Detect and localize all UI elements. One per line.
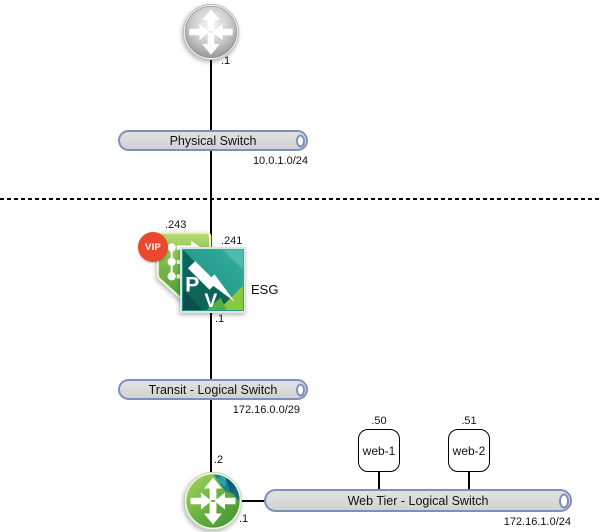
web-tier-switch-label: Web Tier - Logical Switch [347,493,489,508]
web-server-1: web-1 [358,429,400,472]
dlr-icon [183,471,243,531]
esg-internal-ip-label: .1 [215,313,225,325]
physical-switch: Physical Switch [118,130,308,151]
web-tier-switch: Web Tier - Logical Switch [264,489,572,512]
transit-switch: Transit - Logical Switch [118,379,308,400]
connector-esg-to-transit-switch [210,312,212,380]
web-tier-switch-subnet-label: 172.16.1.0/24 [503,516,571,528]
vip-badge: VIP [138,232,168,262]
transit-switch-label: Transit - Logical Switch [148,382,278,397]
l2-l3-boundary-dashed-line [0,198,602,200]
web-server-1-ip-label: .50 [371,415,387,427]
esg-uplink-ip-label: .241 [221,235,243,247]
web-server-2-ip-label: .51 [461,415,477,427]
physical-switch-subnet-label: 10.0.1.0/24 [252,155,308,167]
web-tier-switch-end-cap [559,493,569,508]
web-server-1-label: web-1 [362,443,396,458]
esg-label: ESG [251,282,279,297]
dlr-uplink-ip-label: .2 [214,454,224,466]
web-server-2-label: web-2 [452,443,486,458]
connector-router-to-physical-switch [210,58,212,130]
physical-router-icon [182,3,240,61]
connector-dlr-to-web-tier-switch [241,500,265,502]
connector-web1-to-web-tier-switch [378,471,380,490]
svg-text:V: V [204,291,217,312]
dlr-internal-ip-label: .1 [239,513,249,525]
vip-ip-label: .243 [165,219,187,231]
transit-switch-subnet-label: 172.16.0.0/29 [232,404,300,416]
vip-badge-label: VIP [145,241,161,253]
esg-icon: P V [180,247,246,313]
physical-router-ip-label: .1 [221,55,231,67]
connector-transit-switch-to-dlr [210,399,212,472]
connector-web2-to-web-tier-switch [468,471,470,490]
transit-switch-end-cap [296,383,305,396]
web-server-2: web-2 [448,429,490,472]
physical-switch-end-cap [296,134,305,147]
physical-switch-label: Physical Switch [169,133,257,148]
svg-text:P: P [185,273,199,297]
